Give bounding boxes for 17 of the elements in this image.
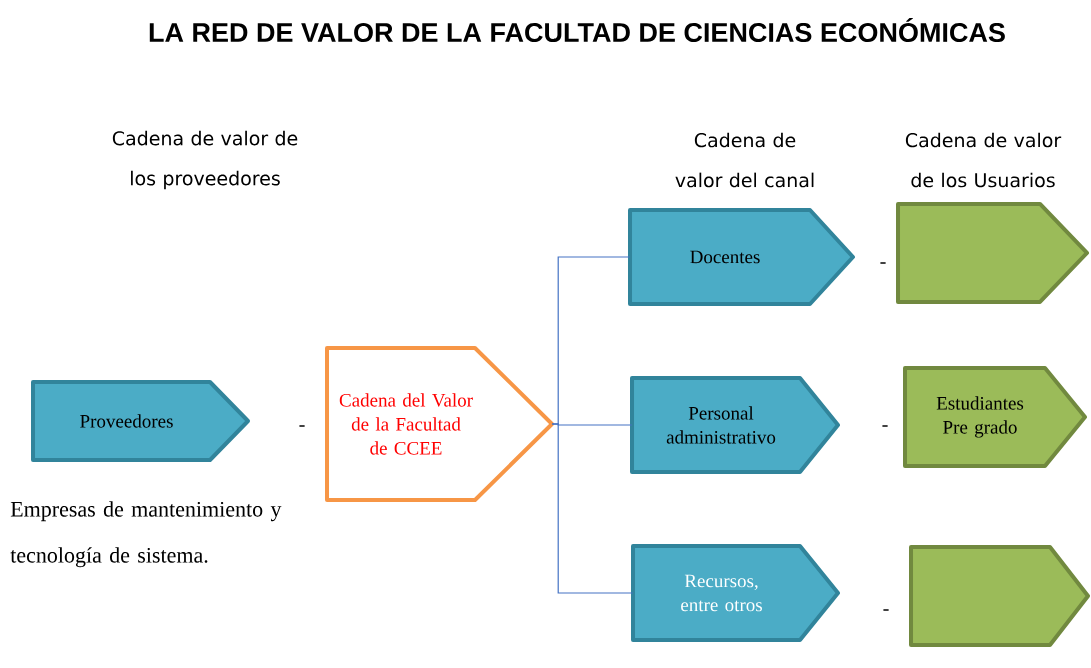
dash: - bbox=[882, 425, 888, 427]
chevron-box bbox=[909, 545, 1090, 647]
column-heading: Cadena de valor del canal bbox=[675, 132, 814, 188]
chevron-box: Proveedores bbox=[31, 380, 250, 462]
note: Empresas de mantenimiento y tecnología de sistema. bbox=[10, 501, 282, 568]
dash: - bbox=[883, 609, 889, 611]
dash: - bbox=[299, 425, 305, 427]
chevron-box: Personal administrativo bbox=[630, 376, 840, 474]
column-heading: Cadena de valor de los proveedores bbox=[112, 130, 298, 190]
dash: - bbox=[880, 262, 886, 264]
title: LA RED DE VALOR DE LA FACULTAD DE CIENCIAS ECONÓMICAS bbox=[149, 17, 1005, 43]
chevron-box: Cadena del Valor de la Facultad de CCEE bbox=[325, 346, 554, 502]
chevron-box: Docentes bbox=[628, 208, 855, 306]
chevron-box bbox=[896, 202, 1089, 304]
connector-line bbox=[551, 423, 634, 594]
chevron-box: Recursos, entre otros bbox=[631, 544, 840, 642]
chevron-box: Estudiantes Pre grado bbox=[903, 366, 1087, 468]
